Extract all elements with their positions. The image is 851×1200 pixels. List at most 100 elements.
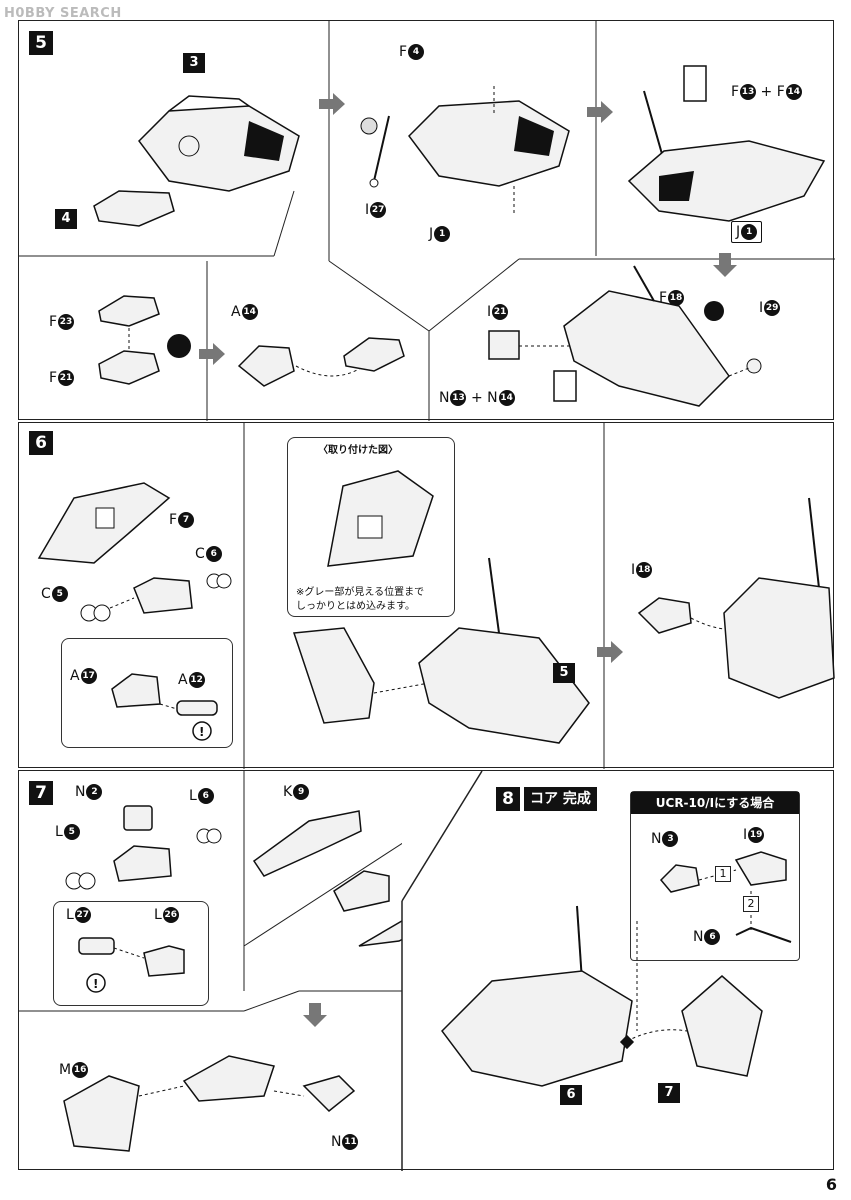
part-letter: C	[41, 586, 51, 602]
part-number: 6	[205, 546, 222, 562]
svg-text:!: !	[199, 725, 204, 739]
flow-arrow-down	[303, 1003, 327, 1027]
part-number: 18	[668, 290, 685, 306]
part-number: 5	[51, 586, 68, 602]
installed-view-note-2: しっかりとはめ込みます。	[296, 601, 415, 612]
order-step-1: 1	[715, 866, 731, 882]
core-body-illustration	[138, 95, 300, 192]
part-letter: I	[365, 202, 370, 218]
part-number: 13	[740, 84, 757, 100]
part-number: 27	[370, 202, 387, 218]
ref-part-6: 6	[560, 1085, 582, 1105]
part-number: 1	[434, 226, 451, 242]
installed-view-note-1: ※グレー部が見える位置まで	[296, 587, 425, 598]
part-letter: F	[776, 84, 785, 100]
part-f7-illustration	[37, 482, 171, 564]
ref-part-3: 3	[183, 53, 205, 73]
core-complete-label: コア 完成	[524, 787, 597, 811]
part-letter: A	[231, 304, 241, 320]
part-number: 23	[58, 314, 75, 330]
part-letter: I	[631, 562, 636, 578]
part-number: 12	[188, 672, 205, 688]
ship-step6b-illustration	[637, 497, 835, 699]
flow-arrow-down	[713, 253, 737, 277]
part-number: 2	[86, 784, 103, 800]
antenna-i27-illustration	[360, 115, 390, 188]
installed-view-callout: 〈取り付けた図〉 ※グレー部が見える位置まで しっかりとはめ込みます。	[287, 437, 455, 617]
installed-view-title: 〈取り付けた図〉	[318, 445, 398, 456]
part-number: 11	[342, 1134, 359, 1150]
part-number: 3	[662, 831, 679, 847]
part-letter: F	[659, 290, 668, 306]
installed-view-illustration	[327, 470, 434, 567]
part-number: 6	[197, 788, 214, 804]
part-letter: C	[195, 546, 205, 562]
flow-arrow	[587, 101, 613, 123]
ucr-variant-title: UCR-10/Iにする場合	[631, 792, 799, 814]
part-letter: I	[743, 827, 748, 843]
part-number: 14	[498, 390, 515, 406]
part-letter: N	[693, 929, 704, 945]
step-5-number: 5	[29, 31, 53, 55]
order-step-2: 2	[743, 896, 759, 912]
part-number: 4	[408, 44, 425, 60]
part-number: 6	[704, 929, 721, 945]
step-6-number: 6	[29, 431, 53, 455]
part-number: 13	[450, 390, 467, 406]
plus-sign: +	[760, 84, 773, 100]
plus-sign: +	[470, 390, 483, 406]
watermark: H0BBY SEARCH	[4, 6, 122, 21]
part-letter: I	[487, 304, 492, 320]
step-8-number: 8	[496, 787, 520, 811]
part-letter: F	[49, 370, 58, 386]
core-joint-b-illustration	[65, 805, 222, 890]
part-number: 17	[80, 668, 97, 684]
part-number: 1	[741, 224, 758, 240]
part-letter: N	[487, 390, 498, 406]
part-number: 27	[74, 907, 91, 923]
core-joint-illustration	[80, 573, 232, 622]
part-letter: F	[731, 84, 740, 100]
ship-step6-illustration	[292, 557, 590, 744]
part-number: 19	[748, 827, 765, 843]
ref-part-4: 4	[55, 209, 77, 229]
page-number: 6	[825, 1175, 837, 1194]
ref-part-5: 5	[553, 663, 575, 683]
ship-step5d-illustration	[488, 265, 762, 407]
part-number: 21	[492, 304, 509, 320]
part-letter: F	[49, 314, 58, 330]
part-a14-illustration	[237, 337, 405, 387]
part-letter: A	[70, 668, 80, 684]
complete-core-illustration	[441, 905, 763, 1087]
flow-arrow	[199, 343, 225, 365]
part-letter: F	[169, 512, 178, 528]
part-letter: M	[59, 1062, 72, 1078]
part-4-illustration	[93, 190, 175, 227]
leg-assembly-illustration	[63, 1055, 356, 1152]
